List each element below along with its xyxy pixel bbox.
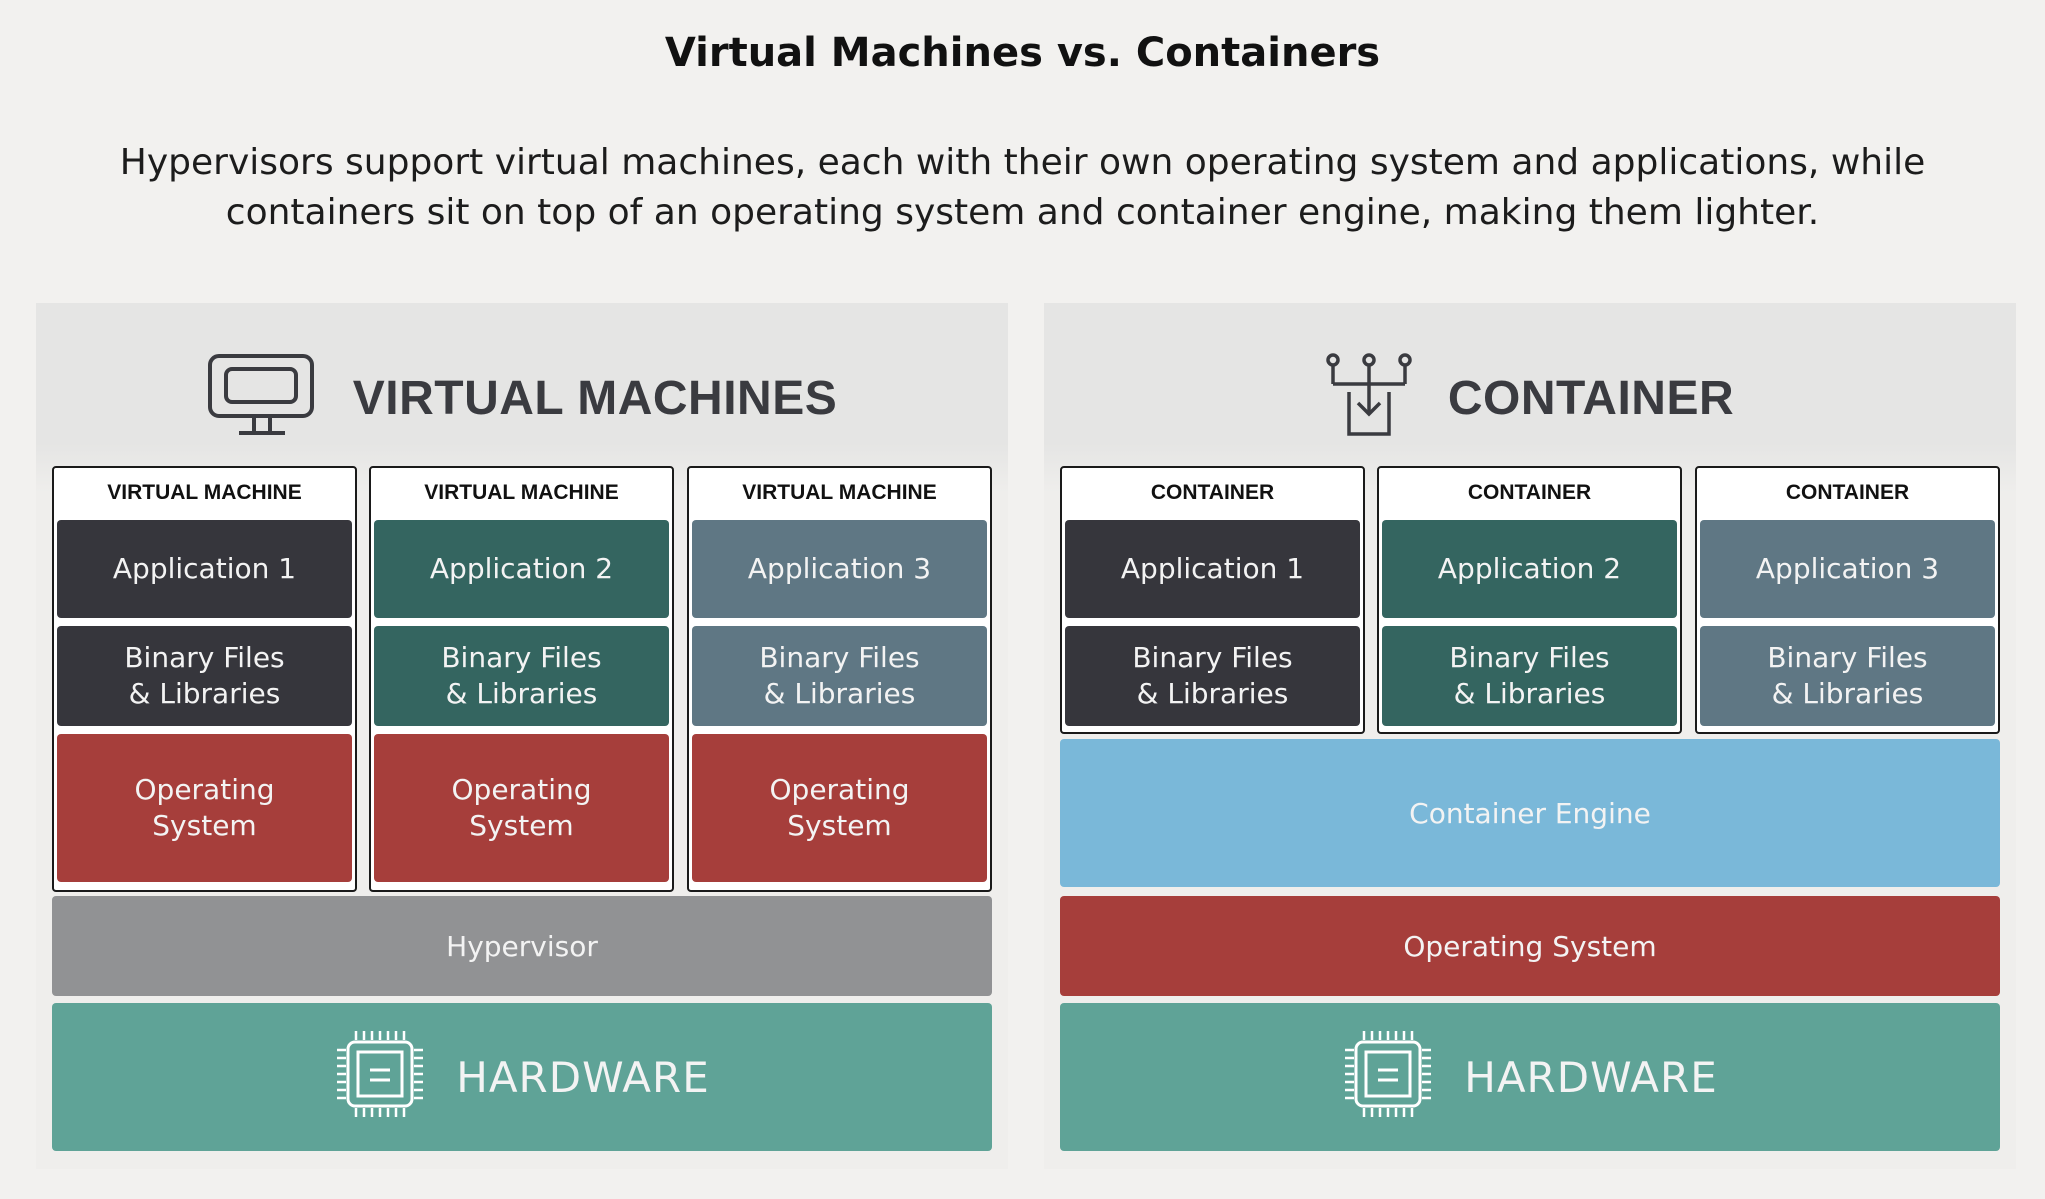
binaries-line-2: & Libraries xyxy=(445,677,598,710)
vm-panel-header: VIRTUAL MACHINES xyxy=(36,343,1008,453)
container-column-label: CONTAINER xyxy=(1785,481,1910,504)
container-binaries-block-3: Binary Files& Libraries xyxy=(1700,626,1995,726)
container-panel-title: CONTAINER xyxy=(1447,371,1735,425)
container-binaries-block-2: Binary Files& Libraries xyxy=(1382,626,1677,726)
binaries-line-1: Binary Files xyxy=(441,641,602,674)
hardware-label: HARDWARE xyxy=(456,1052,710,1102)
vm-app-block-2: Application 2 xyxy=(374,520,669,618)
vm-column-1: VIRTUAL MACHINE Application 1 Binary Fil… xyxy=(52,466,357,892)
container-column-2: CONTAINER Application 2 Binary Files& Li… xyxy=(1377,466,1682,734)
container-engine-layer: Container Engine xyxy=(1060,739,2000,887)
container-column-3: CONTAINER Application 3 Binary Files& Li… xyxy=(1695,466,2000,734)
binaries-line-2: & Libraries xyxy=(128,677,281,710)
vm-column-2: VIRTUAL MACHINE Application 2 Binary Fil… xyxy=(369,466,674,892)
binaries-line-2: & Libraries xyxy=(1771,677,1924,710)
os-line-2: System xyxy=(787,809,892,842)
binaries-line-1: Binary Files xyxy=(124,641,285,674)
binaries-line-2: & Libraries xyxy=(1453,677,1606,710)
vm-panel-title: VIRTUAL MACHINES xyxy=(352,371,838,425)
chip-icon xyxy=(334,1028,426,1127)
os-line-1: Operating xyxy=(134,773,275,806)
page-subtitle: Hypervisors support virtual machines, ea… xyxy=(60,138,1985,238)
vm-binaries-block-3: Binary Files& Libraries xyxy=(692,626,987,726)
container-hardware-layer: HARDWARE xyxy=(1060,1003,2000,1151)
binaries-line-1: Binary Files xyxy=(759,641,920,674)
vm-column-3: VIRTUAL MACHINE Application 3 Binary Fil… xyxy=(687,466,992,892)
container-panel: CONTAINER CONTAINER Application 1 Binary… xyxy=(1044,303,2016,1169)
container-column-label: CONTAINER xyxy=(1150,481,1275,504)
monitor-icon xyxy=(207,353,317,443)
os-line-1: Operating xyxy=(451,773,592,806)
page-title: Virtual Machines vs. Containers xyxy=(664,30,1381,76)
hardware-label: HARDWARE xyxy=(1464,1052,1718,1102)
subtitle-line-1: Hypervisors support virtual machines, ea… xyxy=(119,142,1926,183)
vm-app-block-3: Application 3 xyxy=(692,520,987,618)
chip-icon xyxy=(1342,1028,1434,1127)
subtitle-line-2: containers sit on top of an operating sy… xyxy=(225,192,1820,233)
container-binaries-block-1: Binary Files& Libraries xyxy=(1065,626,1360,726)
binaries-line-1: Binary Files xyxy=(1132,641,1293,674)
vm-binaries-block-1: Binary Files& Libraries xyxy=(57,626,352,726)
os-line-1: Operating xyxy=(769,773,910,806)
virtual-machines-panel: VIRTUAL MACHINES VIRTUAL MACHINE Applica… xyxy=(36,303,1008,1169)
container-icon xyxy=(1326,352,1412,444)
container-panel-header: CONTAINER xyxy=(1044,343,2016,453)
vm-hardware-layer: HARDWARE xyxy=(52,1003,992,1151)
container-app-block-2: Application 2 xyxy=(1382,520,1677,618)
vm-column-label: VIRTUAL MACHINE xyxy=(107,481,302,504)
os-line-2: System xyxy=(152,809,257,842)
vm-column-label: VIRTUAL MACHINE xyxy=(742,481,937,504)
hypervisor-layer: Hypervisor xyxy=(52,896,992,996)
vm-column-label: VIRTUAL MACHINE xyxy=(424,481,619,504)
operating-system-layer: Operating System xyxy=(1060,896,2000,996)
binaries-line-1: Binary Files xyxy=(1449,641,1610,674)
binaries-line-1: Binary Files xyxy=(1767,641,1928,674)
os-line-2: System xyxy=(469,809,574,842)
container-column-label: CONTAINER xyxy=(1467,481,1592,504)
vm-app-block-1: Application 1 xyxy=(57,520,352,618)
container-column-1: CONTAINER Application 1 Binary Files& Li… xyxy=(1060,466,1365,734)
vm-binaries-block-2: Binary Files& Libraries xyxy=(374,626,669,726)
container-app-block-3: Application 3 xyxy=(1700,520,1995,618)
binaries-line-2: & Libraries xyxy=(763,677,916,710)
container-app-block-1: Application 1 xyxy=(1065,520,1360,618)
binaries-line-2: & Libraries xyxy=(1136,677,1289,710)
